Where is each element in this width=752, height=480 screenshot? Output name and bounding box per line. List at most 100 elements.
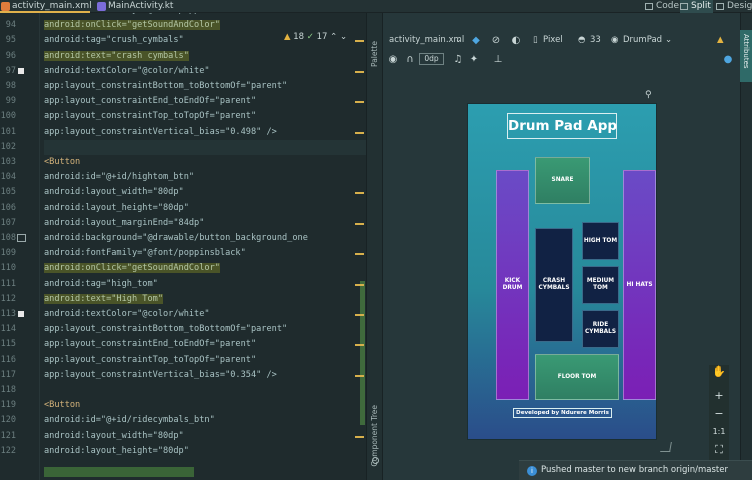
code-line[interactable]: <Button bbox=[44, 398, 366, 413]
code-line[interactable] bbox=[44, 139, 366, 155]
next-highlight-icon[interactable]: ⌄ bbox=[339, 32, 348, 42]
zoom-reset-button[interactable]: 1:1 bbox=[712, 427, 726, 436]
line-number: 108 bbox=[0, 233, 16, 243]
drawable-preview-icon[interactable] bbox=[17, 234, 26, 242]
code-line[interactable]: app:layout_constraintVertical_bias="0.49… bbox=[44, 125, 366, 140]
zoom-in-button[interactable]: + bbox=[714, 389, 724, 402]
code-line[interactable]: app:layout_constraintEnd_toEndOf="parent… bbox=[44, 94, 366, 109]
help-icon[interactable]: ● bbox=[723, 54, 733, 65]
code-text: android:layout_height="80dp" bbox=[44, 202, 189, 213]
zoom-out-button[interactable]: − bbox=[714, 407, 724, 420]
guidelines-icon[interactable]: ⊥ bbox=[493, 54, 503, 65]
code-line[interactable]: android:onClick="getSoundAndColor" bbox=[44, 261, 366, 276]
error-stripe-mark[interactable] bbox=[355, 70, 364, 73]
code-line[interactable]: android:tag="crush_cymbals" bbox=[44, 33, 366, 48]
file-selector[interactable]: activity_main.xml bbox=[389, 35, 465, 45]
code-line[interactable]: android:onClick="getSoundAndColor" bbox=[44, 18, 366, 33]
default-margin-input[interactable]: 0dp bbox=[419, 53, 444, 65]
code-line[interactable]: android:background="@drawable/button_bac… bbox=[44, 231, 366, 246]
error-stripe-mark[interactable] bbox=[355, 344, 364, 347]
code-line[interactable]: android:layout_marginEnd="84dp" bbox=[44, 216, 366, 231]
code-editor[interactable]: 9394959697989910010110210310410510610710… bbox=[0, 13, 366, 480]
code-line[interactable]: android:layout_width="80dp" bbox=[44, 429, 366, 444]
color-swatch-icon[interactable] bbox=[18, 311, 24, 317]
layers-icon[interactable]: ◆ bbox=[472, 35, 480, 46]
code-line[interactable]: app:layout_constraintBottom_toBottomOf="… bbox=[44, 322, 366, 337]
code-line[interactable]: android:fontFamily="@font/poppinsblack" bbox=[44, 246, 366, 261]
error-stripe-mark[interactable] bbox=[355, 40, 364, 43]
error-stripe-mark[interactable] bbox=[355, 222, 364, 225]
code-line[interactable] bbox=[44, 383, 366, 398]
floor-tom-pad[interactable]: FLOOR TOM bbox=[535, 354, 619, 400]
warning-icon[interactable]: ▲ bbox=[717, 35, 724, 45]
tab-activity-main[interactable]: activity_main.xml bbox=[0, 0, 92, 13]
tab-main-activity[interactable]: MainActivity.kt bbox=[96, 0, 176, 13]
notification-balloon[interactable]: i Pushed master to new branch origin/mas… bbox=[519, 460, 752, 480]
color-swatch-icon[interactable] bbox=[18, 67, 24, 74]
code-line[interactable]: android:layout_height="80dp" bbox=[44, 444, 366, 459]
night-mode-icon[interactable]: ◐ bbox=[511, 35, 521, 46]
code-line[interactable]: android:textColor="@color/white" bbox=[44, 307, 366, 322]
app-title[interactable]: Drum Pad App bbox=[507, 113, 617, 139]
clear-constraints-icon[interactable]: ♫ bbox=[453, 54, 463, 65]
error-stripe-mark[interactable] bbox=[355, 374, 364, 377]
code-line[interactable]: android:layout_height="80dp" bbox=[44, 201, 366, 216]
code-view-button[interactable]: Code bbox=[645, 0, 679, 13]
error-stripe-mark[interactable] bbox=[355, 283, 364, 286]
code-line[interactable]: app:layout_constraintEnd_toEndOf="parent… bbox=[44, 337, 366, 352]
code-line[interactable]: app:layout_constraintBottom_toBottomOf="… bbox=[44, 79, 366, 94]
code-text: android:id="@+id/ridecymbals_btn" bbox=[44, 415, 215, 426]
design-view-button[interactable]: Design bbox=[716, 0, 752, 13]
no-blueprint-icon[interactable]: ⊘ bbox=[491, 35, 501, 46]
code-line[interactable]: android:textColor="@color/white" bbox=[44, 64, 366, 79]
pin-icon[interactable]: ⚲ bbox=[645, 90, 652, 100]
code-line[interactable]: android:text="High Tom" bbox=[44, 292, 366, 307]
snare-pad[interactable]: SNARE bbox=[535, 157, 590, 204]
attributes-tab[interactable]: Attributes bbox=[740, 30, 752, 82]
infer-constraints-icon[interactable]: ✦ bbox=[469, 54, 479, 65]
design-surface[interactable]: activity_main.xml ⌄ ◆ ⊘ ◐ ▯ Pixel ◓ 33 ◉… bbox=[383, 13, 740, 480]
high-tom-pad[interactable]: HIGH TOM bbox=[582, 222, 619, 260]
magnet-icon[interactable]: ∩ bbox=[406, 54, 414, 65]
error-stripe-mark[interactable] bbox=[355, 101, 364, 104]
palette-tab[interactable]: Palette bbox=[370, 41, 379, 67]
inspection-widget[interactable]: ▲ 18 ✓ 17 ⌃ ⌄ bbox=[284, 32, 364, 44]
pan-hand-icon[interactable]: ✋ bbox=[712, 365, 726, 378]
split-view-button[interactable]: Split bbox=[680, 0, 713, 13]
device-selector[interactable]: Pixel bbox=[543, 35, 563, 45]
code-line[interactable]: android:layout_width="80dp" bbox=[44, 185, 366, 200]
eye-icon[interactable]: ◉ bbox=[388, 54, 398, 65]
error-stripe-mark[interactable] bbox=[355, 314, 364, 316]
hi-hats-pad[interactable]: HI HATS bbox=[623, 170, 656, 400]
error-stripe-mark[interactable] bbox=[355, 253, 364, 256]
code-line[interactable]: android:text="crash cymbals" bbox=[44, 49, 366, 64]
error-stripe-mark[interactable] bbox=[355, 435, 364, 438]
error-stripe-mark[interactable] bbox=[355, 192, 364, 195]
developer-credit[interactable]: Developed by Ndurere Morris bbox=[513, 408, 612, 418]
code-line[interactable]: app:layout_constraintTop_toTopOf="parent… bbox=[44, 109, 366, 124]
code-line[interactable]: android:tag="high_tom" bbox=[44, 277, 366, 292]
code-text: app:layout_constraintVertical_bias="0.35… bbox=[44, 369, 277, 380]
component-tree-icon bbox=[372, 457, 379, 464]
api-selector[interactable]: 33 bbox=[590, 35, 601, 45]
code-line[interactable]: app:layout_constraintVertical_bias="0.35… bbox=[44, 368, 366, 383]
vertical-scrollbar[interactable] bbox=[360, 281, 365, 425]
code-line[interactable]: <Button bbox=[44, 155, 366, 170]
resize-handle[interactable] bbox=[660, 442, 672, 452]
code-line[interactable]: app:layout_constraintTop_toTopOf="parent… bbox=[44, 353, 366, 368]
code-line[interactable]: android:id="@+id/ridecymbals_btn" bbox=[44, 413, 366, 428]
code-line[interactable]: android:fontFamily="@font/poppinsbla bbox=[44, 13, 366, 18]
prev-highlight-icon[interactable]: ⌃ bbox=[330, 32, 338, 42]
theme-selector[interactable]: DrumPad bbox=[623, 35, 663, 45]
zoom-fit-icon[interactable]: ⛶ bbox=[715, 443, 723, 456]
horizontal-scrollbar[interactable] bbox=[44, 467, 194, 477]
line-number: 102 bbox=[0, 141, 16, 152]
device-icon: ▯ bbox=[533, 35, 538, 45]
error-stripe-mark[interactable] bbox=[355, 131, 364, 134]
code-line[interactable]: android:id="@+id/hightom_btn" bbox=[44, 170, 366, 185]
